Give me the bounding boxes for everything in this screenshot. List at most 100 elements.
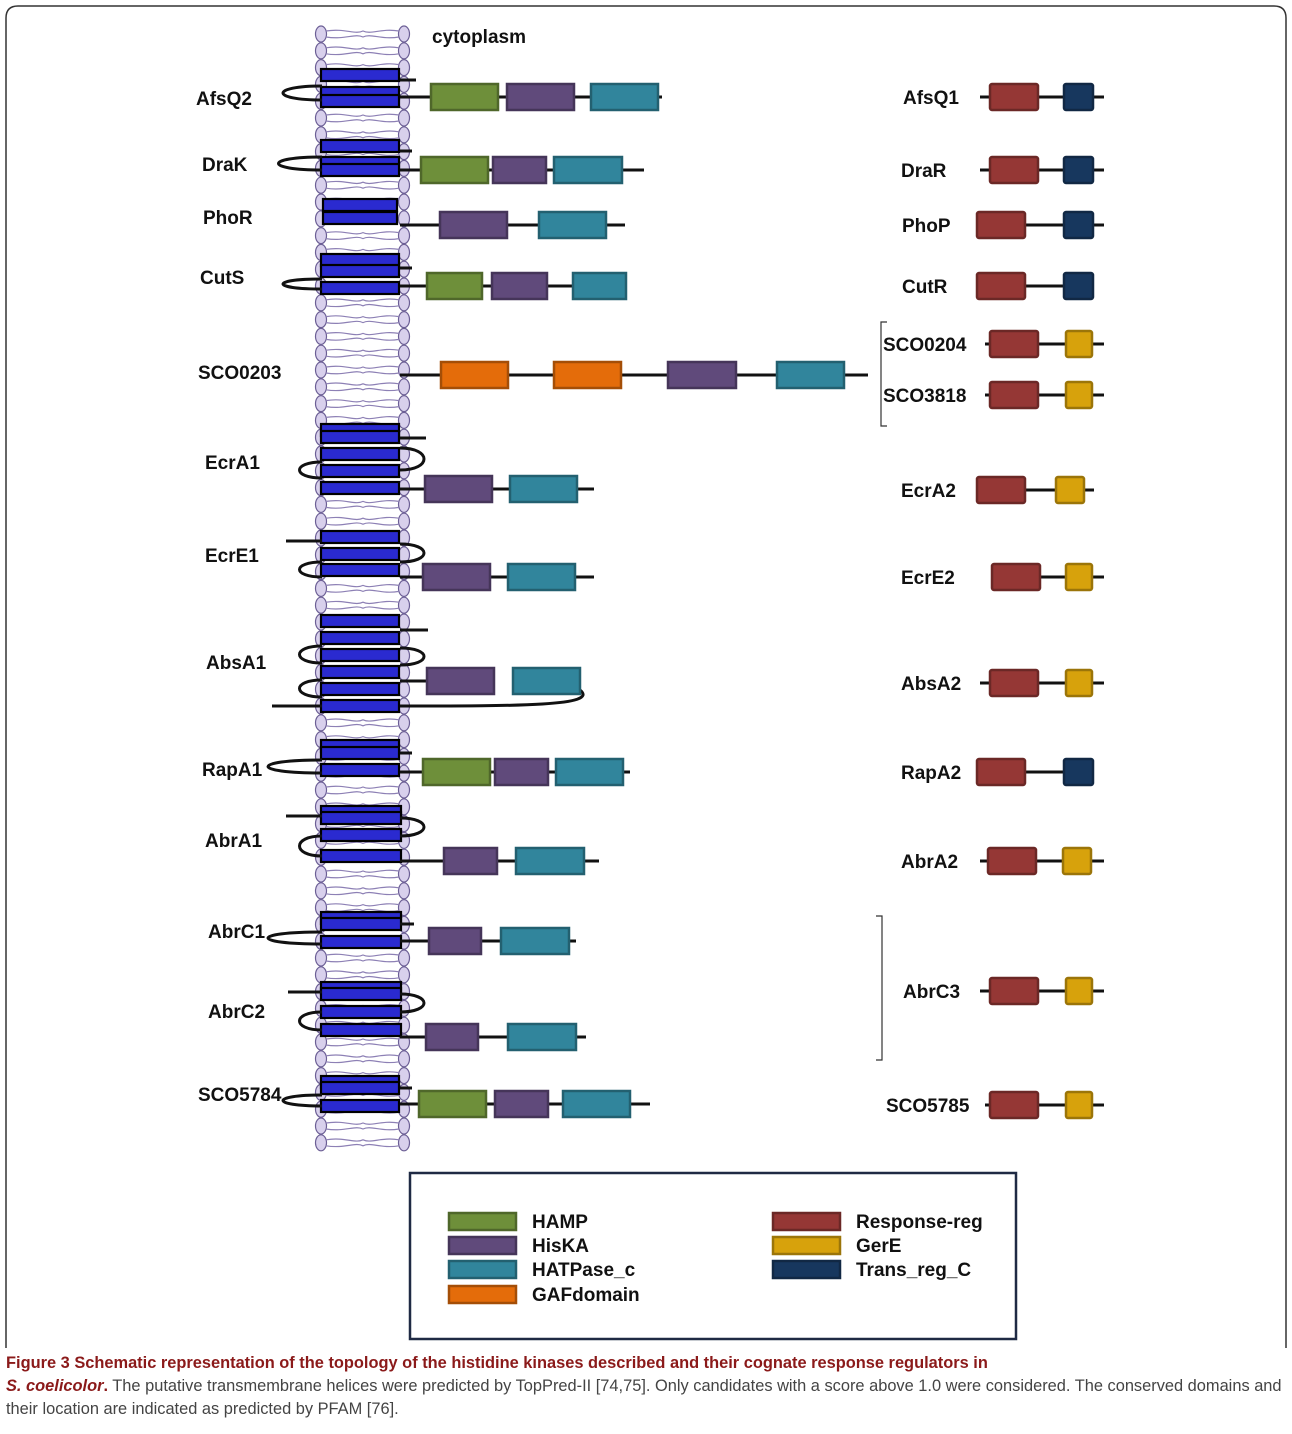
kinase-abra1: AbrA1 [205, 831, 599, 876]
kinase-afsq2: AfsQ2 [196, 82, 662, 112]
lipid-pair [314, 495, 411, 514]
regulator-label: DraR [901, 161, 947, 182]
caption-title-end: . [103, 1377, 109, 1395]
domain-hiska [505, 82, 576, 112]
histidine-kinases: AfsQ2DraKPhoRCutSSCO0203EcrA1EcrE1AbsA1R… [196, 82, 868, 1119]
tm-helix [319, 463, 401, 479]
legend-item-gere: GerE [771, 1235, 901, 1257]
regulator-drar: DraR [901, 155, 1104, 185]
tm-helix [319, 934, 403, 950]
domain-hatpase-c [499, 926, 571, 956]
domain-hamp [417, 1089, 488, 1119]
tm-helix [319, 848, 403, 864]
domain-response-reg [988, 1090, 1040, 1120]
kinase-label: EcrA1 [205, 453, 260, 474]
regulator-label: AbrC3 [903, 982, 960, 1003]
lipid-pair [314, 714, 411, 732]
domain-hatpase-c [554, 757, 625, 787]
domain-hatpase-c [589, 82, 660, 112]
domain-trans-reg-c [1062, 757, 1095, 787]
tm-loop [298, 834, 323, 858]
tm-helix [319, 93, 401, 109]
kinase-label: EcrE1 [205, 546, 259, 567]
kinase-label: RapA1 [202, 760, 263, 781]
legend-swatch [447, 1259, 518, 1280]
topology-diagram: cytoplasm AfsQ2DraKPhoRCutSSCO0203EcrA1E… [5, 5, 1287, 1348]
lipid-pair [314, 1050, 411, 1068]
tm-helix [319, 827, 403, 843]
tm-helix [319, 480, 401, 496]
legend-swatch [771, 1211, 842, 1232]
lipid-pair [314, 596, 411, 614]
domain-gafdomain [552, 360, 623, 390]
regulator-abra2: AbrA2 [901, 846, 1104, 876]
lipid-pair [314, 512, 411, 530]
legend-item-response-reg: Response-reg [771, 1211, 983, 1233]
domain-gere [1064, 1090, 1094, 1120]
domain-gere [1054, 475, 1086, 505]
regulator-label: EcrA2 [901, 481, 956, 502]
domain-gere [1064, 562, 1094, 592]
lipid-pair [314, 327, 411, 345]
kinase-label: SCO0203 [198, 363, 281, 384]
lipid-pair [314, 361, 411, 379]
lipid-pair [314, 579, 411, 598]
domain-hiska [427, 926, 483, 956]
regulator-ecre2: EcrE2 [901, 562, 1104, 592]
tm-loop [298, 644, 323, 665]
domain-hiska [425, 666, 496, 696]
regulator-abrc3: AbrC3 [903, 976, 1104, 1006]
regulator-label: SCO0204 [883, 335, 967, 356]
tm-helix [319, 916, 403, 932]
legend-item-hiska: HisKA [447, 1235, 589, 1257]
kinase-sco0203: SCO0203 [198, 360, 868, 390]
lipid-pair [314, 25, 411, 43]
domain-response-reg [988, 82, 1040, 112]
caption-organism: S. coelicolor [6, 1377, 104, 1395]
domain-response-reg [975, 271, 1027, 301]
legend-label: HATPase_c [532, 1260, 636, 1281]
kinase-label: AbsA1 [206, 653, 267, 674]
tm-loop [399, 446, 426, 472]
legend-label: HAMP [532, 1212, 588, 1233]
tm-helix [319, 664, 401, 680]
caption-figure-label: Figure 3 [6, 1354, 70, 1372]
kinase-sco5784: SCO5784 [198, 1085, 650, 1119]
regulator-label: CutR [902, 277, 948, 298]
regulator-rapa2: RapA2 [901, 757, 1095, 787]
tm-loop [266, 758, 323, 775]
legend: HAMPHisKAHATPase_cGAFdomainResponse-regG… [408, 1171, 1018, 1341]
regulator-sco0204: SCO0204 [883, 329, 1104, 359]
legend-swatch [447, 1211, 518, 1232]
legend-label: HisKA [532, 1236, 589, 1257]
tm-helix [319, 647, 401, 663]
domain-hiska [491, 155, 548, 185]
domain-gere [1061, 846, 1093, 876]
domain-gere [1064, 380, 1094, 410]
kinase-rapa1: RapA1 [202, 757, 630, 787]
kinase-label: SCO5784 [198, 1085, 282, 1106]
regulator-cutr: CutR [902, 271, 1095, 301]
kinase-label: AfsQ2 [196, 89, 252, 110]
transmembrane-helices [319, 67, 403, 1114]
domain-hatpase-c [506, 562, 577, 592]
regulator-label: EcrE2 [901, 568, 955, 589]
tm-loop [281, 84, 323, 102]
domain-response-reg [975, 210, 1027, 240]
tm-loop [399, 816, 426, 838]
kinase-drak: DraK [202, 155, 644, 185]
domain-trans-reg-c [1062, 210, 1095, 240]
lipid-pair [314, 311, 411, 329]
tm-loop [281, 1093, 323, 1108]
kinase-cuts: CutS [200, 268, 628, 301]
lipid-pair [314, 344, 411, 362]
domain-response-reg [990, 562, 1042, 592]
cytoplasm-label: cytoplasm [432, 27, 526, 48]
domain-hiska [424, 1022, 480, 1052]
legend-item-trans-reg-c: Trans_reg_C [771, 1259, 971, 1281]
domain-hatpase-c [511, 666, 582, 696]
lipid-pair [314, 1134, 411, 1152]
regulator-sco5785: SCO5785 [886, 1090, 1104, 1120]
tm-loop [399, 992, 426, 1014]
